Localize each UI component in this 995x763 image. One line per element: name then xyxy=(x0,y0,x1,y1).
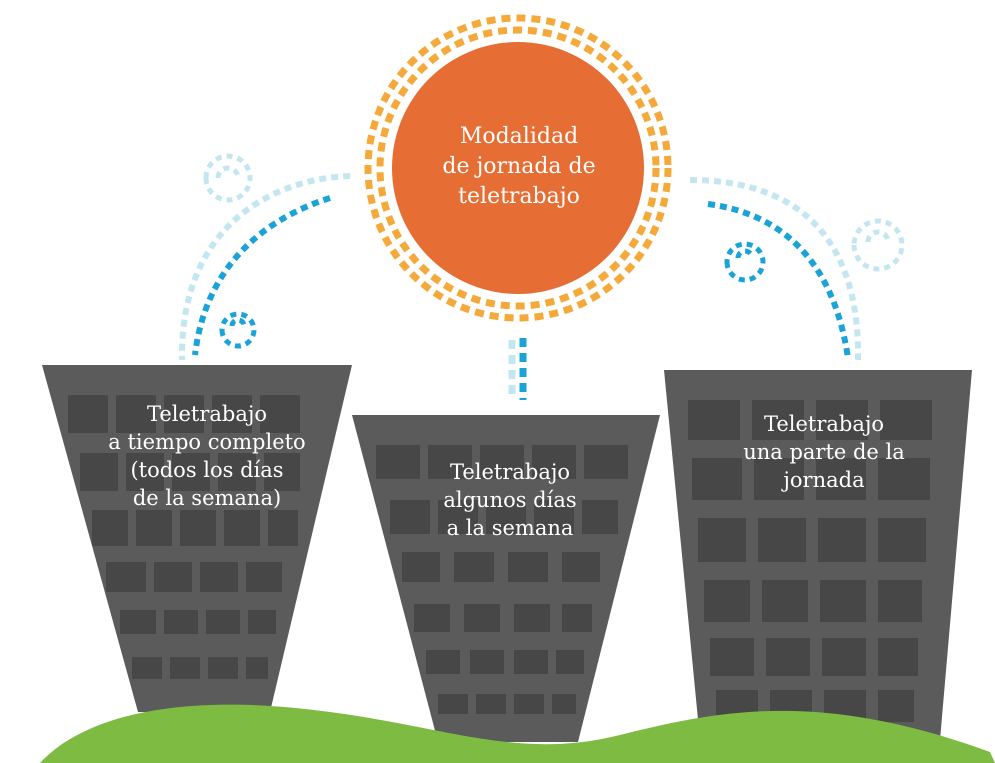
grass-hill xyxy=(40,704,995,763)
center-title-line: de jornada de xyxy=(442,154,596,179)
label-line: algunos días xyxy=(443,488,577,512)
center-title: Modalidad de jornada de teletrabajo xyxy=(408,122,630,212)
spiral-left-light-icon xyxy=(203,153,253,203)
spiral-left-dark-icon xyxy=(219,311,257,349)
building-left xyxy=(42,365,352,712)
label-line: a la semana xyxy=(446,516,574,540)
label-line: Teletrabajo xyxy=(763,412,885,436)
building-right-label: Teletrabajo una parte de la jornada xyxy=(690,410,958,494)
label-line: a tiempo completo xyxy=(108,430,306,454)
building-left-label: Teletrabajo a tiempo completo (todos los… xyxy=(62,400,352,512)
spiral-right-dark-icon xyxy=(724,241,766,283)
label-line: una parte de la xyxy=(743,440,905,464)
spiral-right-light-icon xyxy=(851,218,905,272)
connector-middle xyxy=(508,338,527,400)
center-node xyxy=(364,14,672,322)
building-middle xyxy=(352,415,660,742)
label-line: Teletrabajo xyxy=(449,460,571,484)
building-right xyxy=(664,370,972,740)
building-middle-label: Teletrabajo algunos días a la semana xyxy=(370,458,650,542)
label-line: de la semana) xyxy=(132,486,282,510)
connector-left xyxy=(178,153,351,361)
label-line: Teletrabajo xyxy=(146,402,268,426)
label-line: jornada xyxy=(783,468,865,492)
center-title-line: teletrabajo xyxy=(458,184,580,209)
center-title-line: Modalidad xyxy=(459,124,579,149)
connector-right xyxy=(689,177,905,361)
label-line: (todos los días xyxy=(130,458,284,482)
